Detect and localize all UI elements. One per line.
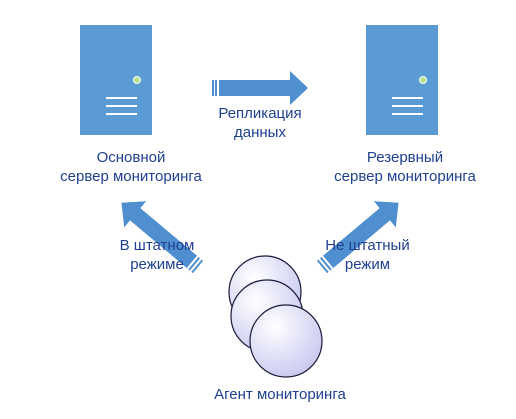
primary-server-label-line2: сервер мониторинга	[60, 168, 202, 185]
backup-server-label-line1: Резервный	[366, 149, 444, 166]
primary-server-label-line1: Основной	[96, 149, 166, 166]
primary-server-icon	[80, 25, 152, 135]
replication-label: Репликация данных	[210, 104, 310, 142]
normal-mode-label-line2: режиме	[130, 256, 184, 273]
normal-mode-label: В штатном режиме	[102, 236, 212, 274]
normal-mode-arrow	[121, 201, 204, 274]
agent-label: Агент мониторинга	[190, 385, 370, 404]
agent-label-text: Агент мониторинга	[214, 386, 346, 403]
fallback-mode-label: Не штатный режим	[310, 236, 425, 274]
backup-server-icon	[366, 25, 438, 135]
replication-label-line1: Репликация	[218, 105, 302, 122]
replication-label-line2: данных	[234, 124, 286, 141]
fallback-mode-label-line2: режим	[344, 256, 391, 273]
backup-server-label: Резервный сервер мониторинга	[325, 148, 485, 186]
agent-stack-icon	[228, 255, 323, 378]
fallback-mode-label-line1: Не штатный	[325, 237, 410, 254]
replication-arrow	[212, 71, 308, 105]
primary-server-label: Основной сервер мониторинга	[56, 148, 206, 186]
backup-server-label-line2: сервер мониторинга	[334, 168, 476, 185]
fallback-mode-arrow	[316, 201, 399, 274]
normal-mode-label-line1: В штатном	[119, 237, 195, 254]
